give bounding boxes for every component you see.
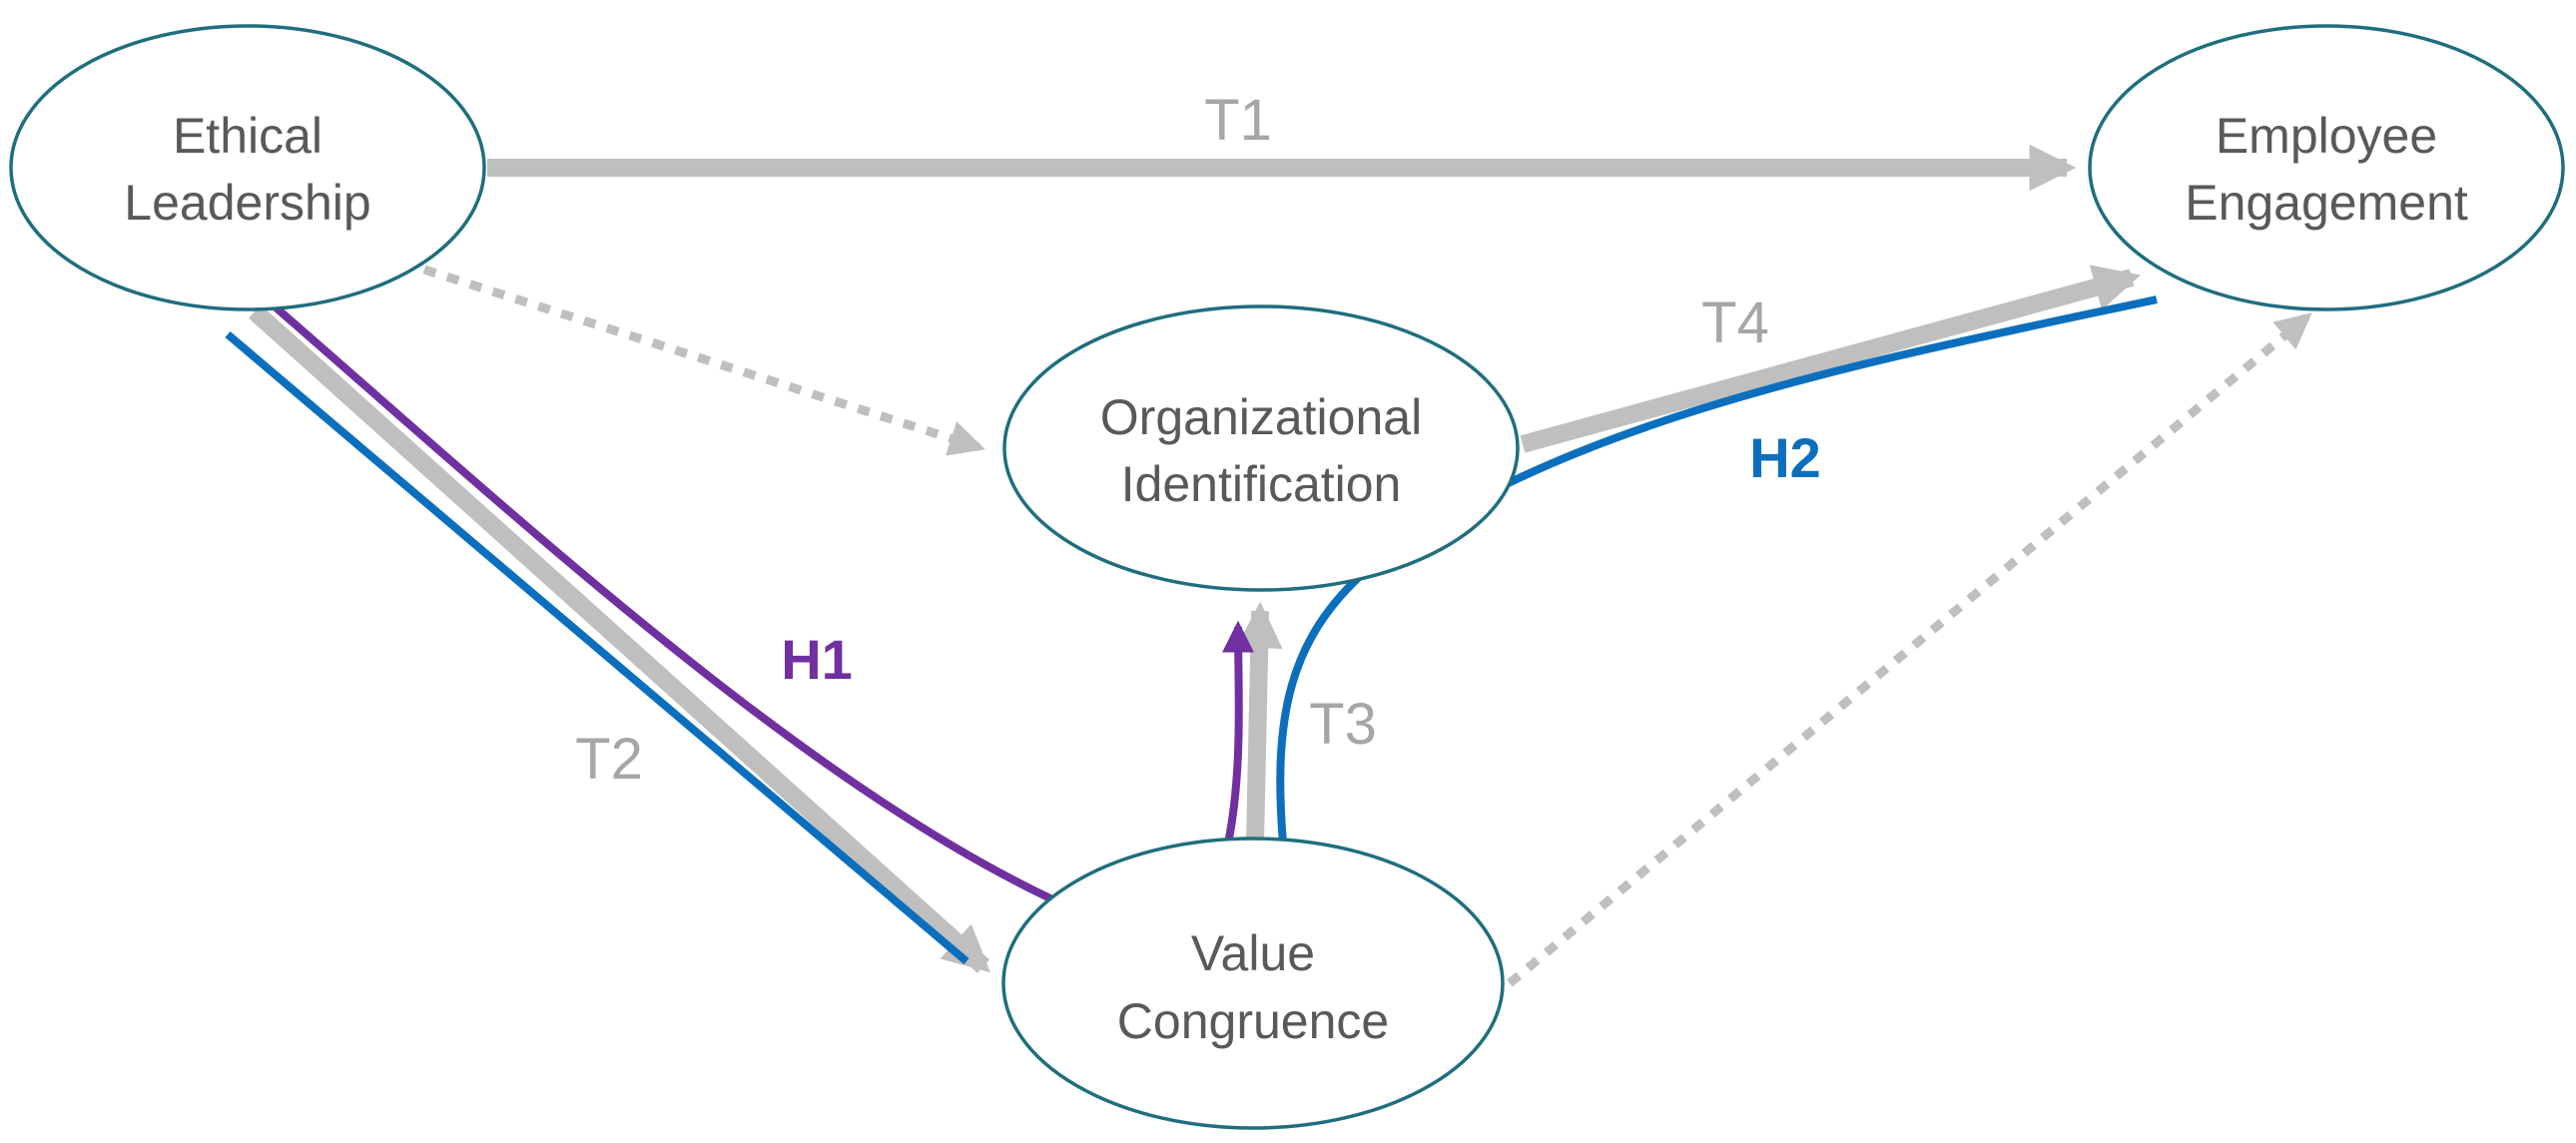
node-label-line: Identification bbox=[1121, 456, 1402, 512]
hypothesis-h1-path bbox=[272, 302, 1052, 902]
node-ethical-leadership: Ethical Leadership bbox=[9, 24, 486, 311]
node-label-line: Value bbox=[1191, 925, 1315, 981]
path-label-t4: T4 bbox=[1701, 290, 1769, 355]
path-label-t3: T3 bbox=[1309, 692, 1377, 757]
node-value-congruence: Value Congruence bbox=[1001, 837, 1505, 1130]
node-label-line: Ethical bbox=[173, 108, 322, 164]
node-label-line: Employee bbox=[2216, 108, 2437, 164]
node-label-line: Leadership bbox=[124, 175, 370, 231]
hypothesis-label-h2: H2 bbox=[1749, 426, 1821, 489]
path-label-t2: T2 bbox=[575, 727, 643, 792]
path-label-t1: T1 bbox=[1204, 88, 1272, 153]
path-t3-arrow bbox=[1235, 601, 1283, 845]
node-label-line: Organizational bbox=[1100, 389, 1422, 445]
path-t2-arrow bbox=[248, 304, 990, 973]
node-employee-engagement: Employee Engagement bbox=[2088, 24, 2565, 311]
hypothesis-label-h1: H1 bbox=[781, 628, 853, 691]
hypothesis-h1-arrow bbox=[1222, 620, 1255, 845]
hypothesis-h2-lower-line bbox=[225, 330, 969, 965]
direct-vc-ee-arrow bbox=[1507, 312, 2312, 987]
path-t4-arrow bbox=[1520, 265, 2142, 453]
direct-el-oi-arrow bbox=[422, 265, 985, 456]
node-label-line: Engagement bbox=[2185, 175, 2468, 231]
node-label-line: Congruence bbox=[1117, 993, 1389, 1049]
node-organizational-identification: Organizational Identification bbox=[1002, 304, 1520, 592]
